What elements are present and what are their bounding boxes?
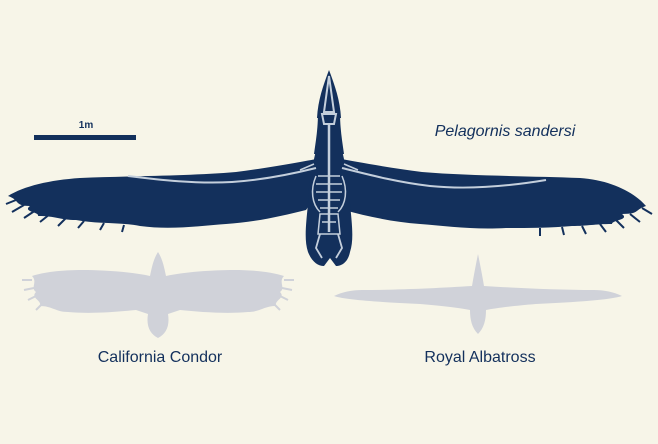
pelagornis-left-wing xyxy=(8,158,322,228)
scale-bar-line xyxy=(34,135,136,140)
condor-silhouette-icon xyxy=(22,252,294,338)
scale-bar: 1m xyxy=(34,120,136,140)
albatross-silhouette xyxy=(334,254,622,334)
pelagornis-right-wing xyxy=(336,158,646,229)
pelagornis-label: Pelagornis sandersi xyxy=(435,123,576,140)
condor-silhouette xyxy=(32,252,284,338)
albatross-silhouette-icon xyxy=(334,254,622,334)
pelagornis-skeleton-icon xyxy=(6,70,652,266)
albatross-label: Royal Albatross xyxy=(424,349,535,366)
condor-label: California Condor xyxy=(98,349,223,366)
scale-bar-label: 1m xyxy=(79,120,94,131)
